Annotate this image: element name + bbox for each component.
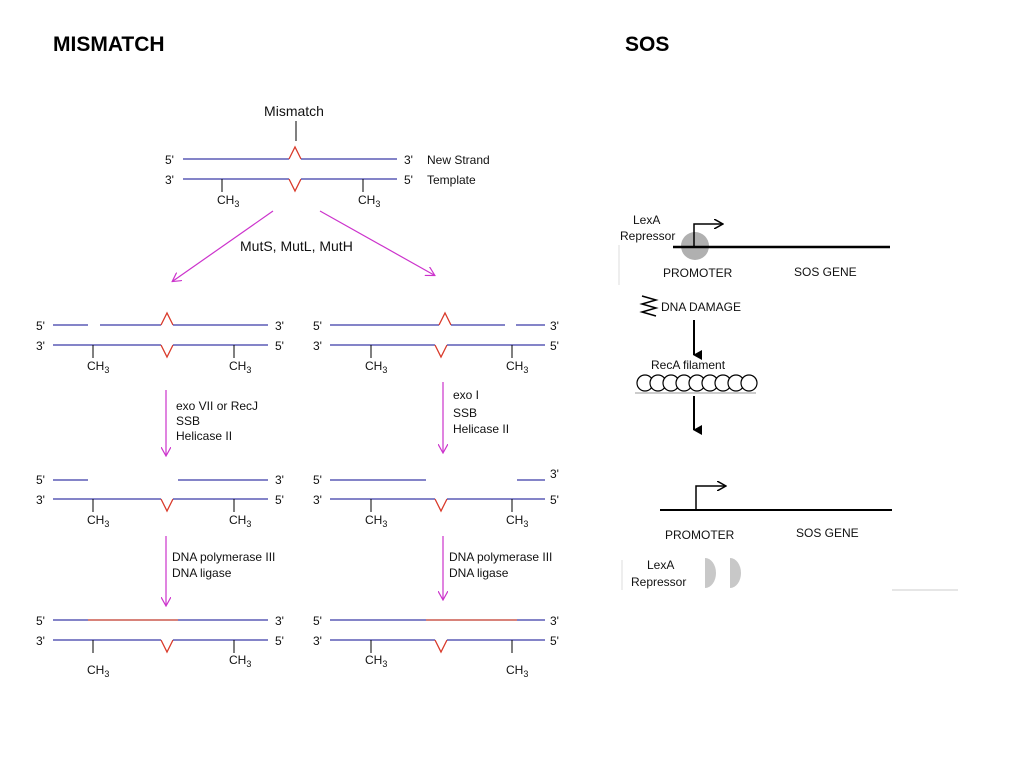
svg-text:3': 3' xyxy=(36,634,45,648)
svg-text:3': 3' xyxy=(313,339,322,353)
right-row-2: 5' 3' 3' 5' CH3 CH3 xyxy=(313,467,559,529)
sos-gene-label: SOS GENE xyxy=(796,526,859,540)
svg-text:CH3: CH3 xyxy=(229,513,251,529)
left-row-2: 5' 3' 3' 5' CH3 CH3 xyxy=(36,473,284,529)
enzymes-label: MutS, MutL, MutH xyxy=(240,238,353,254)
right-row-3: 5' 3' 3' 5' CH3 CH3 xyxy=(313,614,559,679)
svg-text:5': 5' xyxy=(36,473,45,487)
arrow-to-left xyxy=(173,210,274,281)
transcription-start-arrow xyxy=(693,224,722,247)
end-label: 3' xyxy=(165,173,174,187)
lexa-label: LexA xyxy=(647,558,674,572)
cleaved-lexa-half xyxy=(730,558,741,588)
svg-text:CH3: CH3 xyxy=(506,663,528,679)
top-duplex: 5' 3' New Strand 3' 5' Template CH3 CH3 xyxy=(165,145,490,209)
svg-text:3': 3' xyxy=(36,339,45,353)
svg-text:CH3: CH3 xyxy=(506,359,528,375)
svg-text:5': 5' xyxy=(313,614,322,628)
promoter-label: PROMOTER xyxy=(665,528,735,542)
mismatch-bump xyxy=(288,145,302,160)
svg-text:3': 3' xyxy=(550,319,559,333)
sos-gene-label: SOS GENE xyxy=(794,265,857,279)
svg-text:CH3: CH3 xyxy=(365,359,387,375)
dna-damage-icon xyxy=(639,295,659,317)
svg-text:CH3: CH3 xyxy=(87,359,109,375)
mismatch-title: MISMATCH xyxy=(53,33,165,56)
dna-damage-label: DNA DAMAGE xyxy=(661,300,741,314)
cleaved-lexa-half xyxy=(705,558,716,588)
svg-text:5': 5' xyxy=(36,614,45,628)
lexa-label: LexA xyxy=(633,213,660,227)
template-label: Template xyxy=(427,173,476,187)
svg-text:5': 5' xyxy=(36,319,45,333)
svg-text:CH3: CH3 xyxy=(229,653,251,669)
end-label: 5' xyxy=(404,173,413,187)
svg-text:3': 3' xyxy=(313,493,322,507)
repressor-label: Repressor xyxy=(631,575,686,589)
end-label: 3' xyxy=(404,153,413,167)
svg-text:5': 5' xyxy=(313,473,322,487)
methyl-label: CH3 xyxy=(358,193,380,209)
svg-text:3': 3' xyxy=(275,319,284,333)
repressor-label: Repressor xyxy=(620,229,675,243)
svg-text:CH3: CH3 xyxy=(506,513,528,529)
mismatch-dip xyxy=(288,178,302,193)
mismatch-label: Mismatch xyxy=(264,103,324,119)
reca-filament xyxy=(635,374,758,394)
svg-text:CH3: CH3 xyxy=(229,359,251,375)
promoter-label: PROMOTER xyxy=(663,266,733,280)
end-label: 5' xyxy=(165,153,174,167)
svg-text:3': 3' xyxy=(550,614,559,628)
svg-text:3': 3' xyxy=(275,473,284,487)
svg-text:5': 5' xyxy=(313,319,322,333)
svg-text:5': 5' xyxy=(550,634,559,648)
svg-text:5': 5' xyxy=(275,634,284,648)
left-row-3: 5' 3' 3' 5' CH3 CH3 xyxy=(36,614,284,679)
svg-text:5': 5' xyxy=(275,339,284,353)
svg-text:5': 5' xyxy=(275,493,284,507)
svg-text:CH3: CH3 xyxy=(365,653,387,669)
svg-text:3': 3' xyxy=(36,493,45,507)
svg-text:3': 3' xyxy=(313,634,322,648)
svg-text:CH3: CH3 xyxy=(87,513,109,529)
methyl-label: CH3 xyxy=(217,193,239,209)
svg-text:3': 3' xyxy=(550,467,559,481)
sos-response-diagram: LexA Repressor PROMOTER SOS GENE DNA DAM… xyxy=(618,213,958,591)
svg-text:CH3: CH3 xyxy=(365,513,387,529)
mismatch-repair-diagram: Mismatch 5' 3' New Strand 3' 5' Template… xyxy=(36,103,559,679)
svg-text:5': 5' xyxy=(550,493,559,507)
reca-label: RecA filament xyxy=(651,358,726,372)
sos-title: SOS xyxy=(625,33,670,56)
svg-text:CH3: CH3 xyxy=(87,663,109,679)
right-row-1: 5' 3' 3' 5' CH3 CH3 xyxy=(313,311,559,375)
arrow-to-right xyxy=(319,210,434,275)
svg-text:3': 3' xyxy=(275,614,284,628)
svg-text:5': 5' xyxy=(550,339,559,353)
new-strand-label: New Strand xyxy=(427,153,490,167)
left-row-1: 5' 3' 3' 5' CH3 CH3 xyxy=(36,311,284,375)
transcription-start-arrow-induced xyxy=(695,486,725,510)
